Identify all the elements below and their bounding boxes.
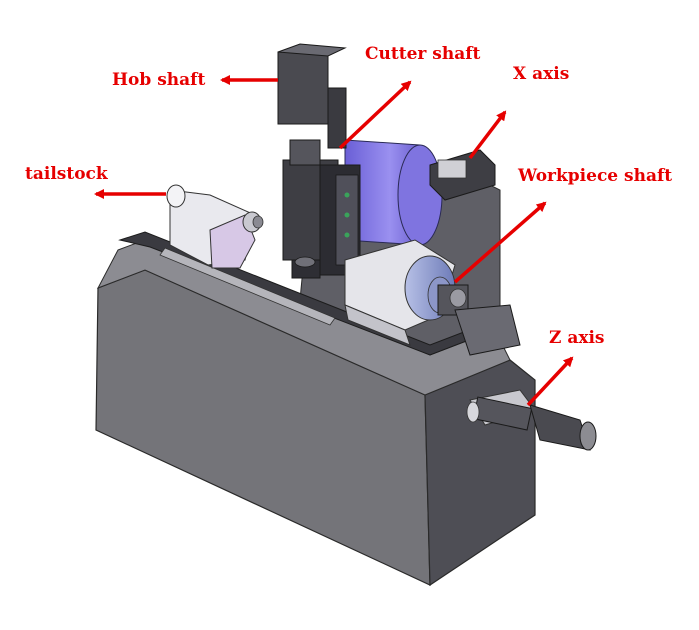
tailstock-body [166, 184, 264, 269]
x-axis-arrow [468, 110, 507, 160]
x-axis-label: X axis [513, 64, 570, 84]
workpiece-shaft-arrow [453, 201, 547, 284]
cutter-shaft-label: Cutter shaft [365, 44, 481, 64]
annotation-arrows [94, 75, 574, 407]
tailstock-label: tailstock [25, 164, 108, 184]
z-axis-arrow [526, 356, 574, 407]
z-axis-label: Z axis [549, 328, 605, 348]
hob-shaft-label: Hob shaft [112, 70, 206, 90]
z-axis-drive [466, 389, 597, 451]
workpiece-headstock [344, 239, 521, 356]
workpiece-shaft-label: Workpiece shaft [518, 166, 673, 186]
x-axis-slide [429, 149, 496, 201]
cutter-shaft-arrow [338, 80, 412, 150]
